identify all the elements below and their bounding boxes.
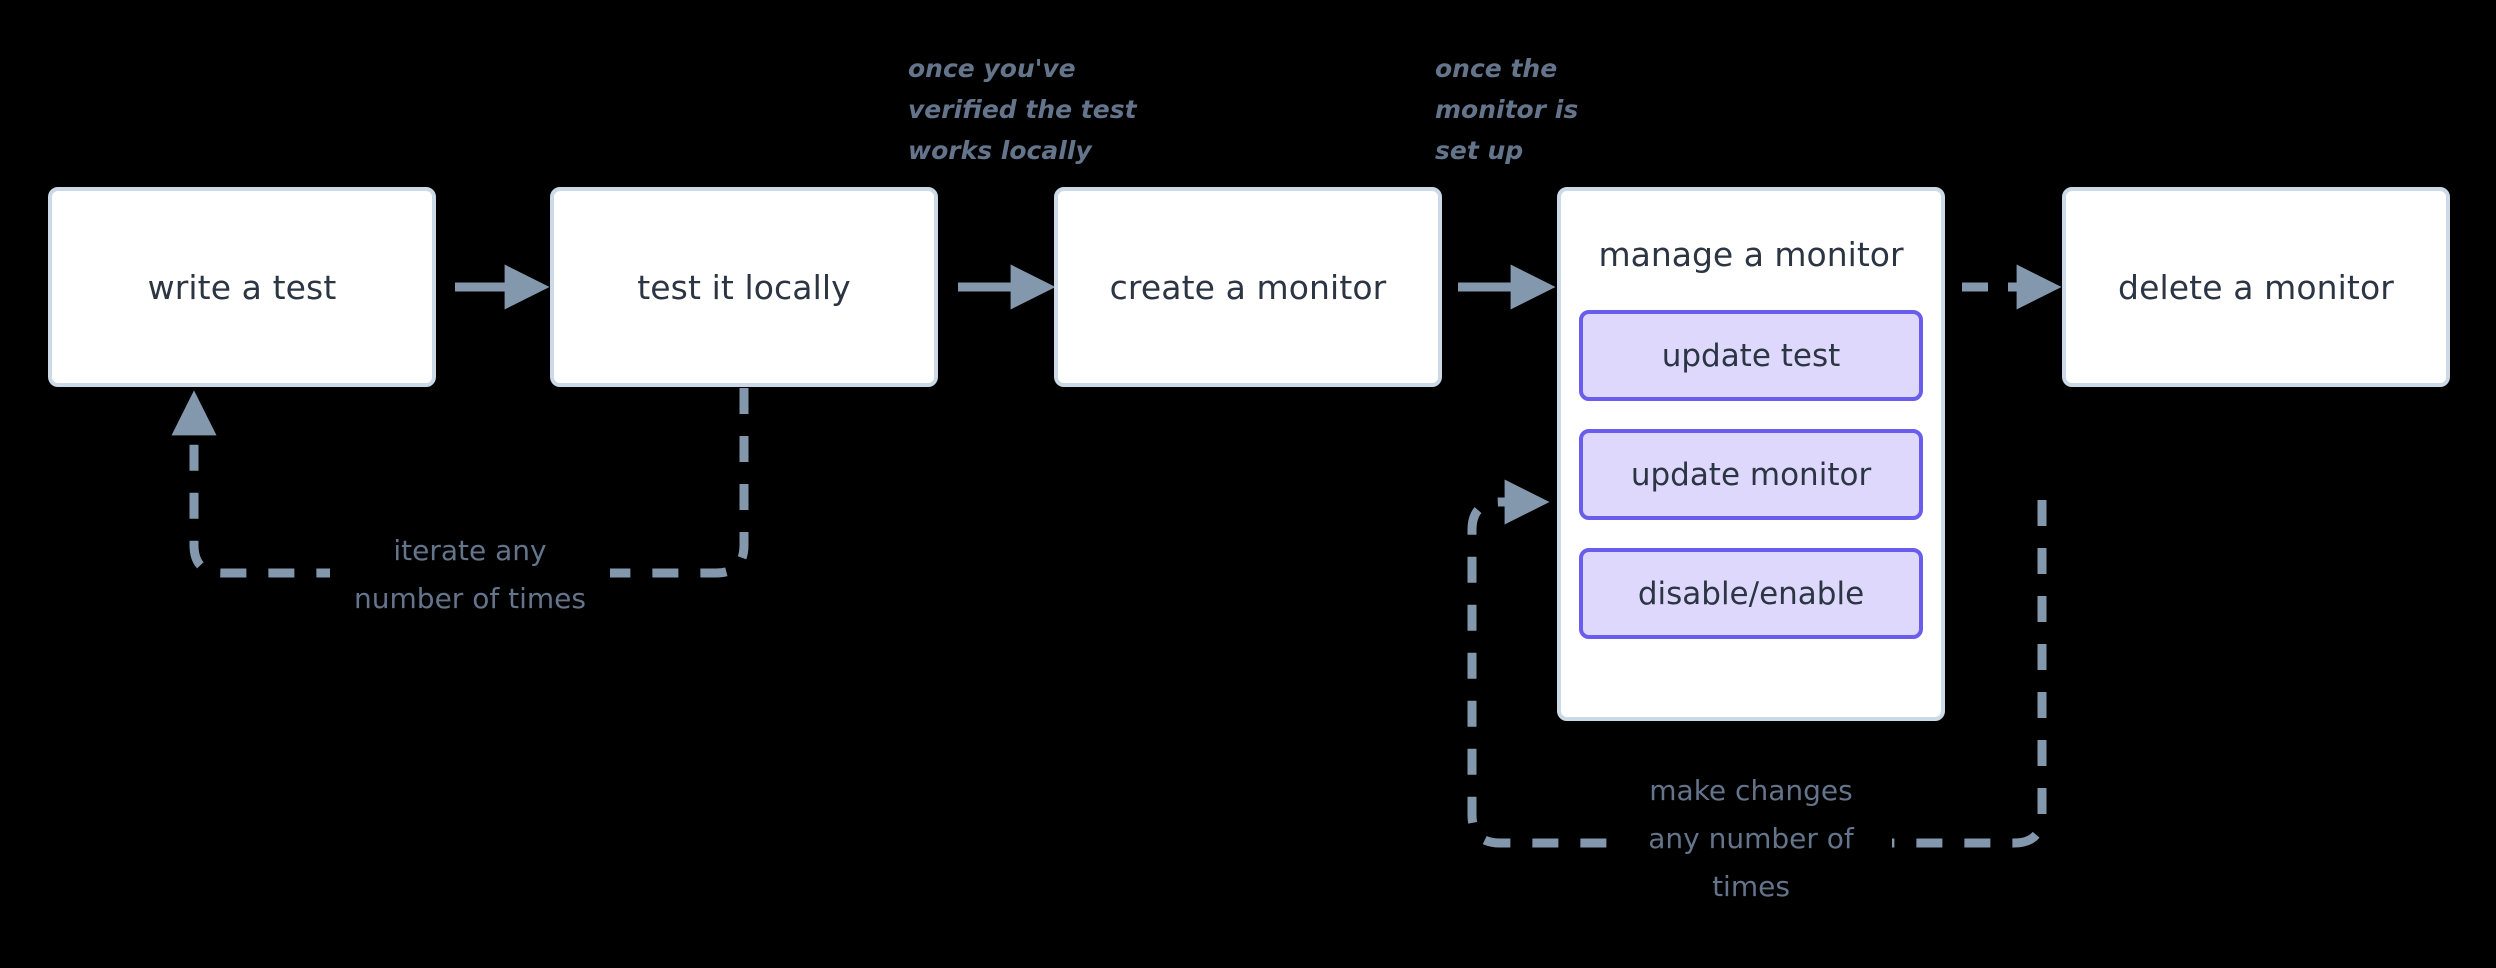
node-create-a-monitor[interactable]: create a monitor xyxy=(1054,187,1442,387)
node-test-it-locally[interactable]: test it locally xyxy=(550,187,938,387)
node-write-a-test[interactable]: write a test xyxy=(48,187,436,387)
subnode-label: update monitor xyxy=(1630,456,1872,493)
note-verified-locally: once you've verified the test works loca… xyxy=(908,54,1137,165)
subnode-label: disable/enable xyxy=(1637,575,1865,612)
node-label: write a test xyxy=(147,267,337,307)
node-manage-a-monitor[interactable]: manage a monitor update test update moni… xyxy=(1557,187,1945,721)
subnode-disable-enable[interactable]: disable/enable xyxy=(1579,548,1923,639)
note-monitor-set-up: once the monitor is set up xyxy=(1435,54,1579,165)
caption-make-changes-loop: make changes any number of times xyxy=(1610,767,1892,911)
subnode-label: update test xyxy=(1661,337,1841,374)
caption-iterate-loop: iterate any number of times xyxy=(330,527,610,623)
subnode-update-monitor[interactable]: update monitor xyxy=(1579,429,1923,520)
subnode-update-test[interactable]: update test xyxy=(1579,310,1923,401)
node-delete-a-monitor[interactable]: delete a monitor xyxy=(2062,187,2450,387)
group-title: manage a monitor xyxy=(1598,235,1904,274)
node-label: create a monitor xyxy=(1109,267,1387,307)
node-label: delete a monitor xyxy=(2118,267,2394,307)
node-label: test it locally xyxy=(637,267,851,307)
